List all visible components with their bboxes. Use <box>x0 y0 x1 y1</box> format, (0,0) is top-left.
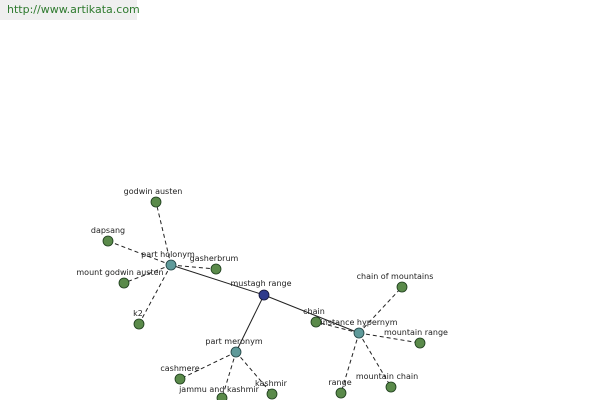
node-holonym[interactable] <box>165 259 177 271</box>
edge-center-to-hypernym <box>263 294 360 334</box>
node-label-jk: jammu and kashmir <box>178 385 260 394</box>
node-label-meronym: part meronym <box>205 337 262 346</box>
node-meronym[interactable] <box>230 346 242 358</box>
edge-center-to-meronym <box>235 294 265 353</box>
node-label-cashmere: cashmere <box>160 364 199 373</box>
edge-holonym-to-dapsang <box>107 240 172 266</box>
node-mountainrange[interactable] <box>414 337 426 349</box>
graph-labels: mustagh range part holonym part meronym ins… <box>76 187 448 394</box>
node-hypernym[interactable] <box>353 327 365 339</box>
edge-hypernym-to-chainofmountains <box>358 286 403 334</box>
node-label-chainofmountains: chain of mountains <box>357 272 434 281</box>
edge-holonym-to-gasherbrum <box>170 264 217 270</box>
node-label-kashmir: kashmir <box>255 379 288 388</box>
node-label-mga: mount godwin austen <box>76 268 163 277</box>
node-mountainchain[interactable] <box>385 381 397 393</box>
graph-nodes <box>102 196 426 400</box>
node-label-dapsang: dapsang <box>91 226 125 235</box>
edge-hypernym-to-chain <box>315 321 360 334</box>
node-chainofmountains[interactable] <box>396 281 408 293</box>
node-jk[interactable] <box>216 392 228 400</box>
node-label-godwin: godwin austen <box>124 187 183 196</box>
node-chain[interactable] <box>310 316 322 328</box>
edge-hypernym-to-mountainrange <box>358 332 421 344</box>
graph-edges <box>107 201 421 399</box>
node-label-hypernym: instance hypernym <box>321 318 398 327</box>
node-label-mountainrange: mountain range <box>384 328 448 337</box>
edge-meronym-to-cashmere <box>179 351 237 380</box>
node-label-k2: k2 <box>133 309 143 318</box>
node-label-range: range <box>328 378 351 387</box>
node-center[interactable] <box>258 289 270 301</box>
node-godwin[interactable] <box>150 196 162 208</box>
node-range[interactable] <box>335 387 347 399</box>
edge-hypernym-to-mountainchain <box>358 332 392 388</box>
node-label-gasherbrum: gasherbrum <box>190 254 239 263</box>
node-label-center: mustagh range <box>230 279 291 288</box>
node-dapsang[interactable] <box>102 235 114 247</box>
edge-meronym-to-kashmir <box>235 351 273 395</box>
edge-holonym-to-godwin <box>155 201 172 266</box>
node-label-chain: chain <box>303 307 325 316</box>
node-kashmir[interactable] <box>266 388 278 400</box>
edge-holonym-to-mga <box>123 264 172 284</box>
node-cashmere[interactable] <box>174 373 186 385</box>
node-label-holonym: part holonym <box>141 250 195 259</box>
node-k2[interactable] <box>133 318 145 330</box>
node-mga[interactable] <box>118 277 130 289</box>
edge-center-to-holonym <box>170 264 265 296</box>
site-url-link[interactable]: http://www.artikata.com <box>0 0 140 20</box>
edge-meronym-to-jk <box>221 351 237 399</box>
node-gasherbrum[interactable] <box>210 263 222 275</box>
edge-hypernym-to-range <box>340 332 360 394</box>
node-label-mountainchain: mountain chain <box>356 372 418 381</box>
